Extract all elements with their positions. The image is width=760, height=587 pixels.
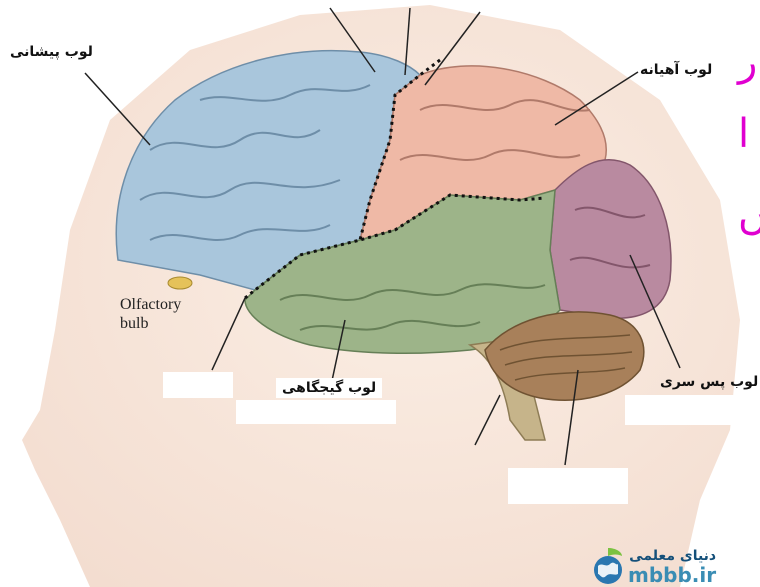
temporal-lobe-label: لوب گیجگاهی — [276, 378, 382, 398]
side-mark-1: ر — [738, 42, 757, 82]
blank-label-box — [625, 395, 760, 425]
parietal-lobe-label: لوب آهیانه — [640, 62, 712, 78]
side-mark-3: ں — [738, 196, 760, 236]
frontal-lobe-label: لوب پیشانی — [10, 44, 93, 60]
blank-label-box — [508, 468, 628, 504]
side-mark-2: ا — [738, 114, 749, 154]
olfactory-bulb — [168, 277, 192, 289]
logo: دنیای معلمی mbbb.ir — [628, 548, 716, 586]
olfactory-bulb-label-line2: bulb — [120, 315, 148, 332]
blank-label-box — [163, 372, 233, 398]
globe-leaf-icon — [588, 546, 628, 586]
olfactory-bulb-label-line1: Olfactory — [120, 296, 181, 313]
olfactory-bulb-label: Olfactory bulb — [120, 295, 181, 333]
logo-text-fa: دنیای معلمی — [628, 548, 716, 564]
blank-label-box — [236, 400, 396, 424]
occipital-lobe-label: لوب پس سری — [660, 374, 758, 390]
logo-text-en: mbbb.ir — [628, 564, 716, 586]
